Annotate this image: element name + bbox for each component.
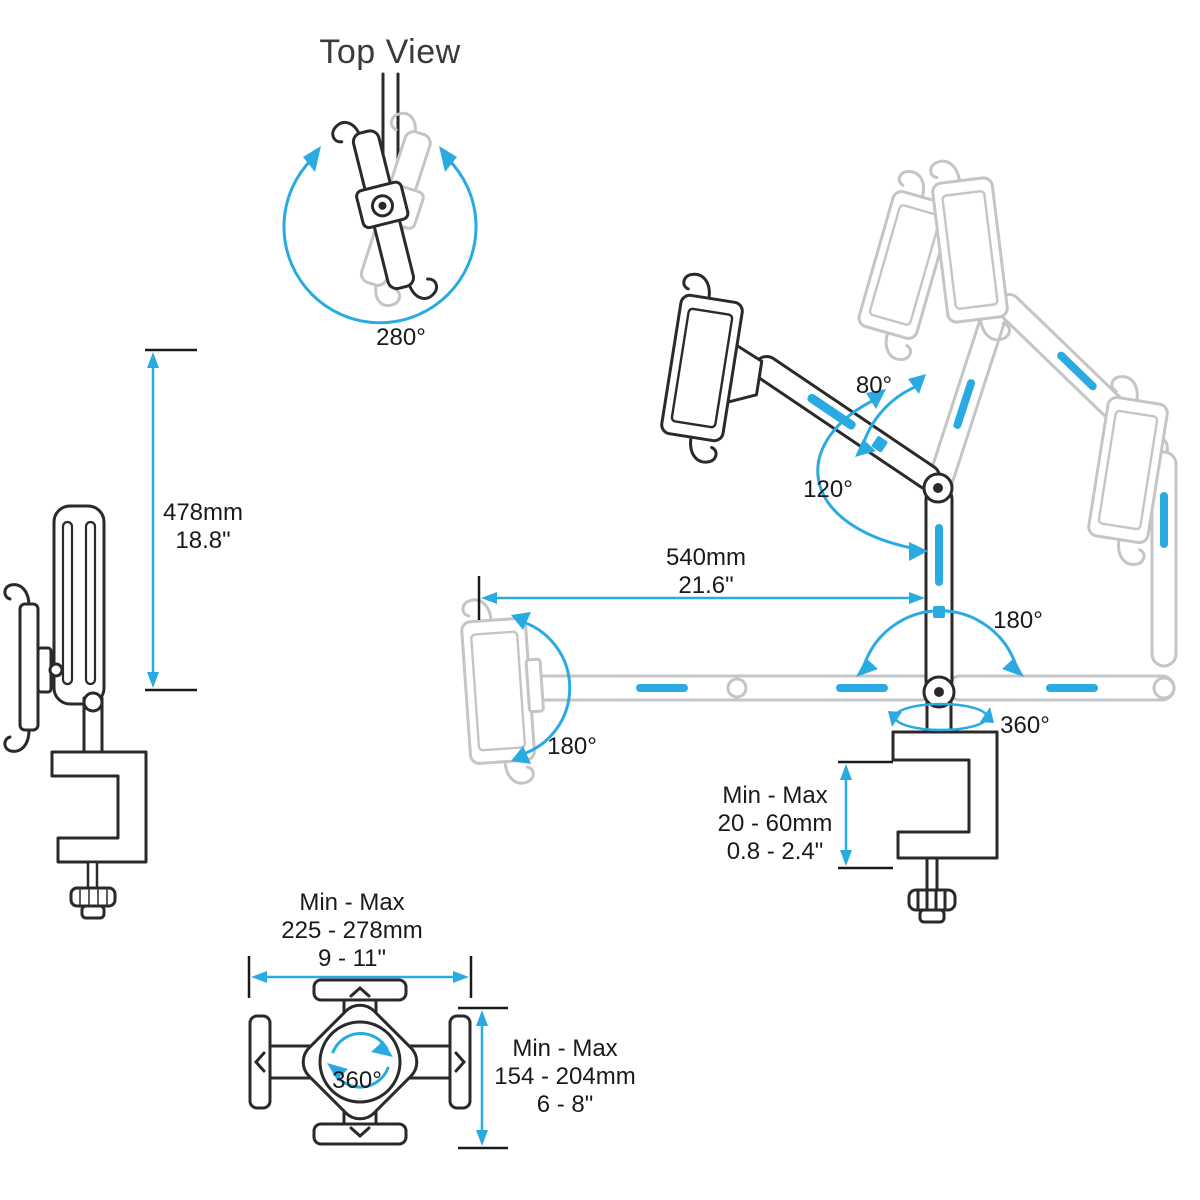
top-view-rotation-label: 280°: [376, 324, 426, 351]
height-metric: 478mm: [162, 499, 244, 526]
top-view-figure: [282, 72, 478, 325]
clamp-minmax: Min - Max: [722, 782, 828, 809]
dim-holder-height: [458, 1006, 508, 1150]
reach-imperial: 21.6": [678, 572, 734, 599]
lower-arm: [924, 484, 954, 696]
arc-180-right-icon: [856, 609, 1024, 677]
base-rotation-label: 360°: [1000, 712, 1050, 739]
clamp-imperial: 0.8 - 2.4": [726, 838, 824, 865]
holder-height-metric: 154 - 204mm: [494, 1063, 636, 1090]
reach-metric: 540mm: [665, 544, 747, 571]
clamp-range-label: Min - Max 20 - 60mm 0.8 - 2.4": [718, 782, 833, 866]
holder-body: [248, 978, 472, 1146]
ghost-tablet-top-b: [929, 159, 1011, 342]
dim-holder-width: [247, 956, 473, 998]
tilt-lower-label: 120°: [803, 476, 853, 503]
holder-slide-chevrons: [253, 985, 467, 1139]
holder-height-label: Min - Max 154 - 204mm 6 - 8": [494, 1035, 635, 1119]
main-figure-solid: [660, 272, 999, 924]
reach-dimension-label: 540mm 21.6": [666, 544, 746, 600]
holder-width-label: Min - Max 225 - 278mm 9 - 11": [281, 889, 422, 973]
rotation-360-base-icon: [888, 702, 994, 732]
rotation-arc-280-icon: [282, 146, 478, 325]
main-annotations: [477, 374, 1024, 870]
arc-120-icon: [816, 389, 928, 561]
top-view-holder: [331, 120, 439, 300]
arc-80-icon: [855, 374, 926, 457]
arc-180-left-icon: [511, 612, 572, 764]
dim-reach-540: [477, 576, 925, 620]
solid-tablet: [660, 272, 764, 464]
holder-rotation-label: 360°: [332, 1067, 382, 1094]
holder-height-imperial: 6 - 8": [536, 1091, 594, 1118]
holder-width-minmax: Min - Max: [299, 889, 405, 916]
ghost-arm-vertical-right: [1150, 450, 1178, 668]
dim-clamp-range: [838, 760, 893, 870]
main-figure-ghost-positions: [460, 159, 1178, 785]
height-imperial: 18.8": [175, 527, 231, 554]
upper-arm: [753, 354, 941, 491]
tilt-upper-label: 80°: [855, 372, 893, 399]
holder-width-metric: 225 - 278mm: [281, 917, 423, 944]
top-view-title: Top View: [319, 33, 461, 71]
holder-figure: [248, 978, 472, 1146]
holder-dimensions: [247, 956, 508, 1150]
ghost-tablet-left: [460, 598, 545, 785]
side-view-riser: [52, 504, 106, 706]
holder-height-minmax: Min - Max: [512, 1035, 618, 1062]
clamp-metric: 20 - 60mm: [717, 810, 833, 837]
side-view-tablet: [3, 583, 64, 753]
arm-swivel-label: 180°: [993, 607, 1043, 634]
side-view-figure: [3, 504, 148, 920]
side-view-clamp: [50, 691, 148, 920]
holder-width-imperial: 9 - 11": [317, 945, 387, 972]
height-dimension-label: 478mm 18.8": [163, 499, 243, 555]
ghost-tablet-top-a: [857, 169, 953, 362]
rotation-360-holder-icon: [327, 1031, 393, 1089]
tablet-swivel-label: 180°: [547, 733, 597, 760]
desk-clamp: [891, 730, 999, 924]
dim-height-478: [145, 348, 197, 692]
ghost-tablet-right: [1087, 375, 1169, 566]
